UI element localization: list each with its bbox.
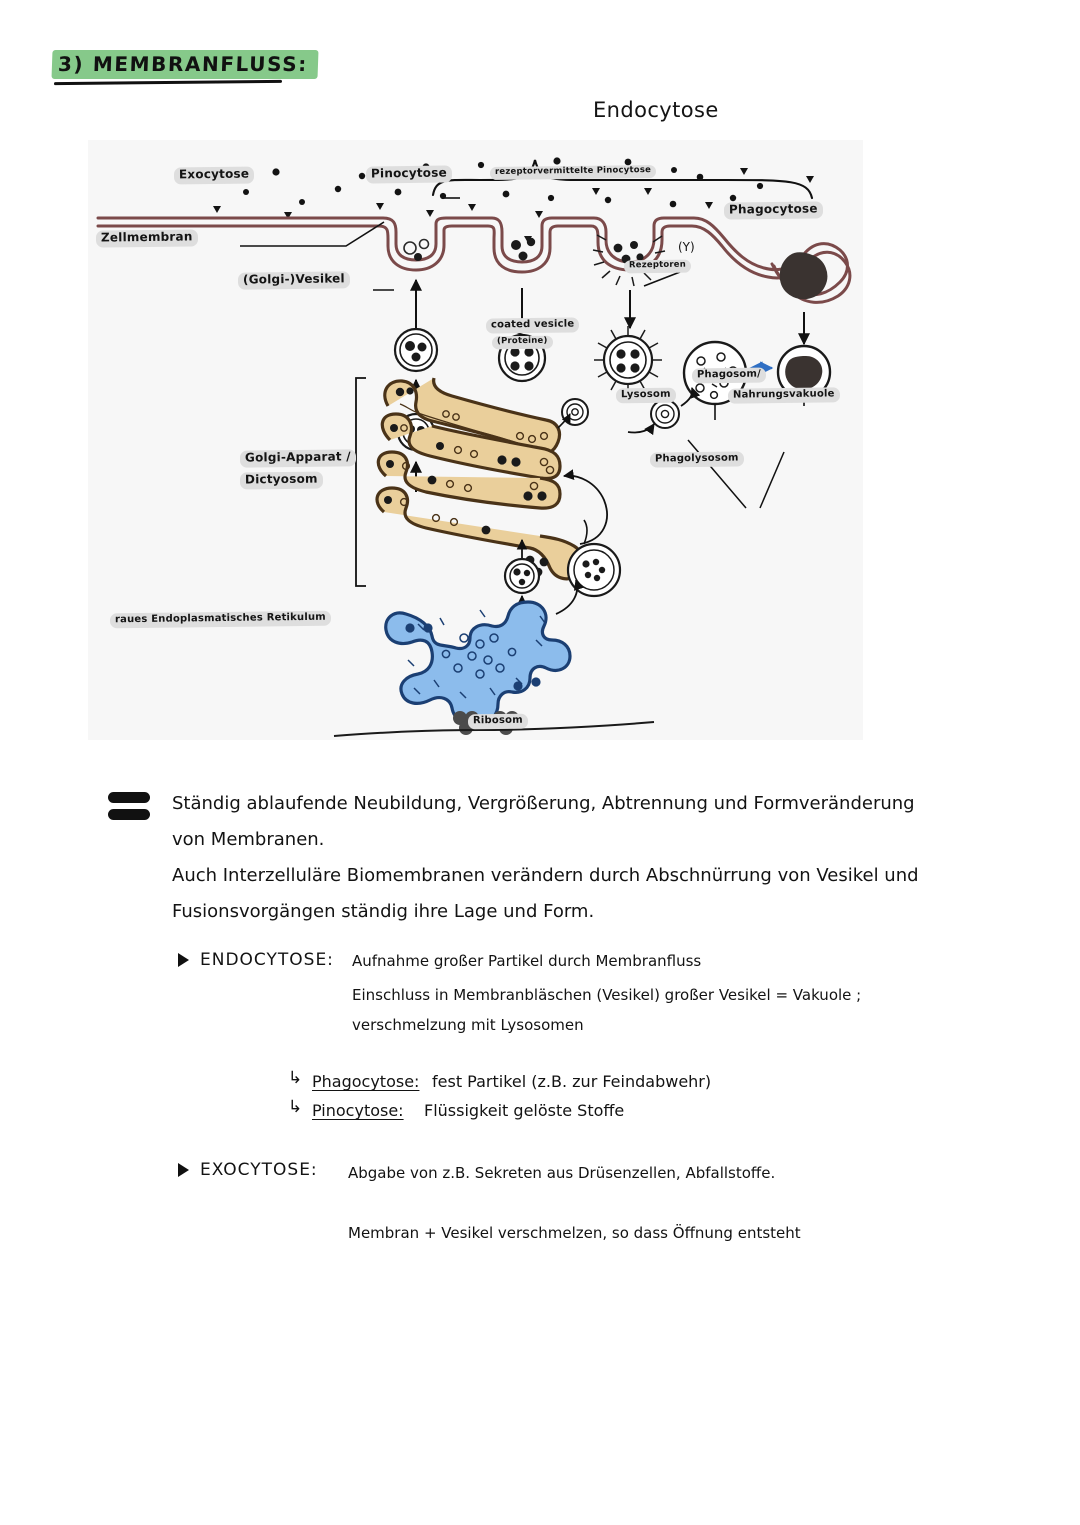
phagolysosome-leaders	[687, 439, 785, 509]
section-title-exocytose: EXOCYTOSE:	[200, 1160, 318, 1180]
label-coated-vesicle: coated vesicle	[485, 317, 580, 334]
endocytose-line-3: verschmelzung mit Lysosomen	[352, 1016, 584, 1034]
diagram-canvas	[88, 140, 863, 740]
section-title-endocytose: ENDOCYTOSE:	[200, 950, 334, 970]
endocytose-line-1: Aufnahme großer Partikel durch Membranfl…	[352, 952, 702, 970]
intro-line-1: Ständig ablaufende Neubildung, Vergrößer…	[172, 793, 915, 814]
golgi-apparatus	[355, 377, 585, 587]
label-coated-vesicle-sub: (Proteine)	[491, 335, 553, 350]
intro-line-2: von Membranen.	[172, 829, 325, 850]
label-exocytose: Exocytose	[173, 166, 255, 185]
intro-line-3: Auch Interzelluläre Biomembranen verände…	[172, 865, 919, 886]
label-pinocytose: Pinocytose	[365, 165, 453, 184]
phagocytosis-site	[776, 252, 832, 406]
title-underline	[53, 79, 283, 86]
receptor-mediated-pinocytosis-site	[592, 234, 681, 394]
exocytose-line-2: Membran + Vesikel verschmelzen, so dass …	[348, 1224, 801, 1242]
label-lysosom: Lysosom	[615, 387, 676, 403]
label-rezeptoren: Rezeptoren	[623, 259, 692, 274]
golgi-bracket	[355, 377, 366, 587]
page-title: 3) MEMBRANFLUSS:	[51, 50, 319, 86]
label-ribosom: Ribosom	[467, 713, 528, 729]
label-dictyosom: Dictyosom	[239, 471, 323, 490]
label-phagosom: Phagosom/	[691, 367, 767, 383]
label-phagocytose: Phagocytose	[723, 201, 823, 220]
page-title-text: 3) MEMBRANFLUSS:	[51, 50, 319, 79]
endocytose-brace	[431, 159, 814, 200]
label-rezeptorvermittelte-pinocytose: rezeptorvermittelte Pinocytose	[489, 164, 657, 180]
sub-term-pinocytose: Pinocytose:	[312, 1101, 404, 1120]
sub-text-phagocytose: fest Partikel (z.B. zur Feindabwehr)	[432, 1072, 712, 1091]
sub-text-pinocytose: Flüssigkeit gelöste Stoffe	[424, 1101, 625, 1120]
label-nahrungsvakuole: Nahrungsvakuole	[727, 387, 840, 404]
bullet-endocytose	[178, 953, 189, 967]
membrane-flow-diagram: Endocytose Exocytose Pinocytose rezeptor…	[88, 98, 863, 740]
sub-term-phagocytose: Phagocytose:	[312, 1072, 420, 1091]
label-golgi-vesikel: (Golgi-)Vesikel	[237, 271, 350, 290]
endocytose-line-2: Einschluss in Membranbläschen (Vesikel) …	[352, 986, 862, 1004]
sub-marker-pinocytose: ↳	[288, 1097, 303, 1117]
receptor-glyph: (Y)	[678, 240, 695, 254]
exocytose-line-1: Abgabe von z.B. Sekreten aus Drüsenzelle…	[348, 1164, 776, 1182]
label-zellmembran: Zellmembran	[95, 229, 198, 248]
cell-membrane	[96, 216, 852, 304]
label-raues-er: raues Endoplasmatisches Retikulum	[109, 610, 331, 628]
equals-bullet	[108, 792, 150, 822]
label-phagolysosom: Phagolysosom	[649, 451, 744, 468]
bullet-exocytose	[178, 1163, 189, 1177]
label-golgi-apparat: Golgi-Apparat /	[239, 449, 356, 468]
golgi-contents	[384, 387, 555, 577]
intro-line-4: Fusionsvorgängen ständig ihre Lage und F…	[172, 901, 595, 922]
extracellular-particles	[213, 157, 814, 219]
sub-marker-phagocytose: ↳	[288, 1068, 303, 1088]
figure-caption-endocytose: Endocytose	[593, 98, 719, 122]
golgi-transport-vesicles	[503, 398, 622, 610]
